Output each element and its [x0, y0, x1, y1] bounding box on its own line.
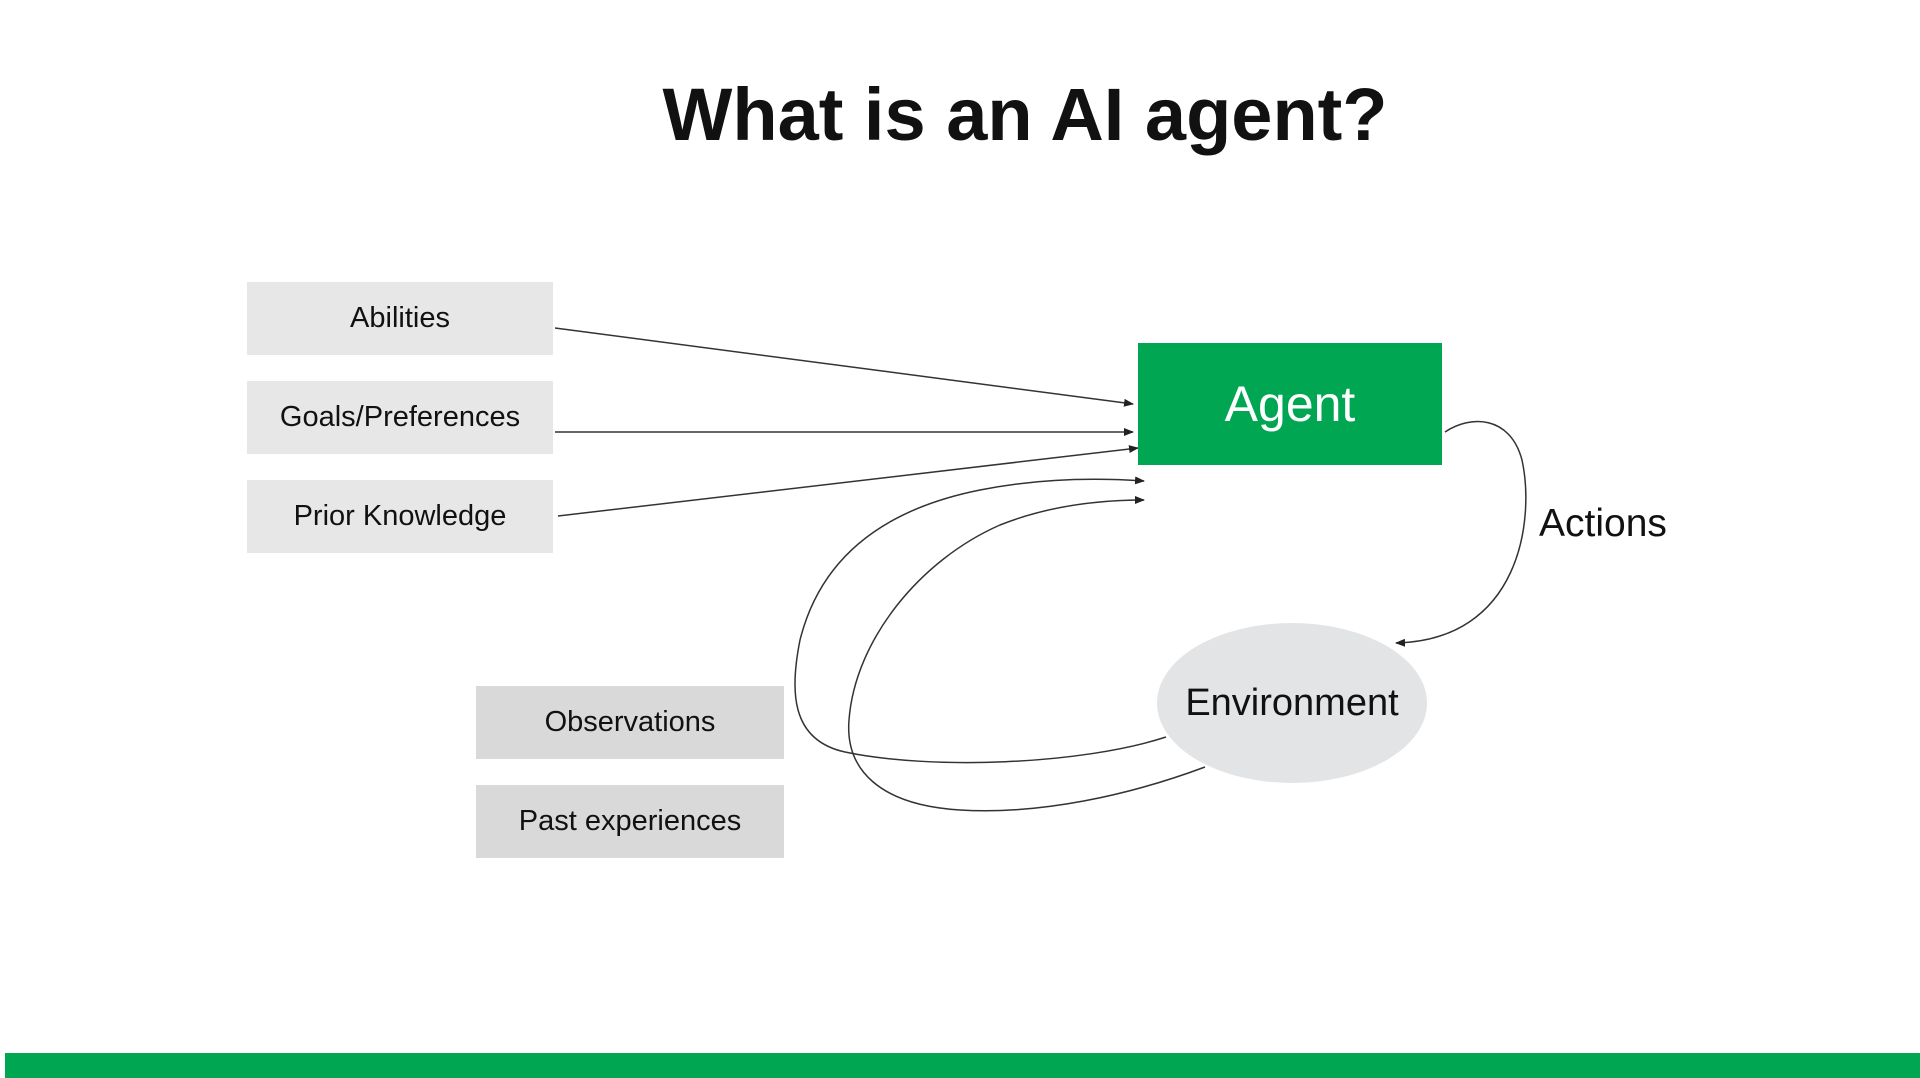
actions-arrow [1395, 420, 1527, 647]
experiences-feedback-arrow [847, 496, 1206, 812]
observations-feedback-arrow [794, 476, 1167, 764]
footer-bar [5, 1053, 1920, 1078]
environment-ellipse: Environment [1157, 623, 1427, 783]
actions-label: Actions [1539, 502, 1667, 545]
abilities-arrow [554, 327, 1134, 407]
abilities-box: Abilities [247, 282, 553, 355]
observations-box: Observations [476, 686, 784, 759]
prior-knowledge-arrow [557, 445, 1139, 517]
prior-knowledge-box: Prior Knowledge [247, 480, 553, 553]
agent-box: Agent [1138, 343, 1442, 465]
slide-title: What is an AI agent? [662, 73, 1388, 156]
goals-preferences-box: Goals/Preferences [247, 381, 553, 454]
past-experiences-box: Past experiences [476, 785, 784, 858]
